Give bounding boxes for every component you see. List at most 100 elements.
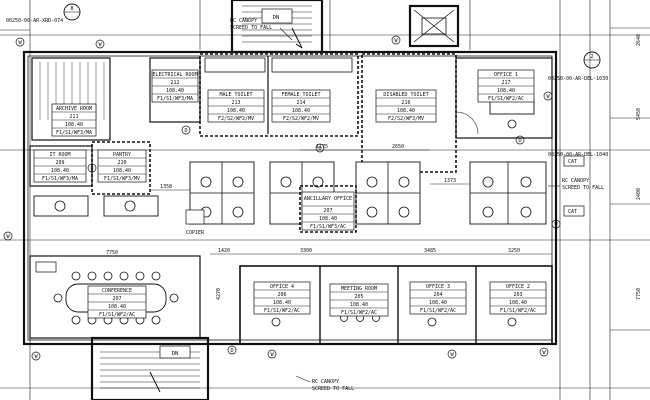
svg-text:W: W xyxy=(394,38,398,44)
reference-top-left: 00250-00-AR-XRD-074 xyxy=(6,18,63,24)
room-area: 108.40 xyxy=(292,108,310,114)
room-finish: F1/S1/WF3/MA xyxy=(56,130,92,136)
tag-w-6: W xyxy=(31,351,41,361)
canopy-top-line1: RC CANOPY xyxy=(230,18,257,24)
room-area: 108.40 xyxy=(273,300,291,306)
tag-w-5: W xyxy=(3,231,13,241)
room-area: 108.40 xyxy=(350,302,368,308)
room-area: 108.40 xyxy=(65,122,83,128)
dim-2400: 2400 xyxy=(636,188,642,200)
svg-text:W: W xyxy=(270,352,274,358)
tag-w-4: W xyxy=(543,91,553,101)
room-finish: F1/S1/WF2/AC xyxy=(341,310,377,316)
room-area: 108.40 xyxy=(227,108,245,114)
reference-right-top: 00250-00-AR-DEL-1030 xyxy=(548,76,608,82)
room-name: ARCHIVE ROOM xyxy=(56,106,92,112)
room-number: 204 xyxy=(433,292,442,298)
window-door-tags: W W W W W W W W W W D D D D D xyxy=(3,35,561,361)
room-finish: F1/S1/WF2/AC xyxy=(500,308,536,314)
top-row-rooms xyxy=(31,53,553,173)
reference-callout-right: 2 00250-00-AR-DEL-1030 00250-00-AR-DEL-1… xyxy=(548,51,608,158)
room-label-ancillary: ANCILLARY OFFICE 207 108.40 F1/S1/WF3/AC xyxy=(301,191,355,231)
tag-d-4: D xyxy=(227,345,237,355)
room-name: MEETING ROOM xyxy=(341,286,377,292)
tag-w-7: W xyxy=(267,349,277,359)
dim-4270: 4270 xyxy=(216,288,222,300)
canopy-top-line2: SCREED TO FALL xyxy=(230,25,272,31)
room-label-pantry: PANTRY 210 108.40 F1/S1/WF3/MV xyxy=(97,149,147,183)
room-name: ANCILLARY OFFICE xyxy=(304,196,352,202)
room-finish: F2/S2/WF2/MV xyxy=(283,116,319,122)
dim-2640: 2640 xyxy=(636,34,642,46)
tag-w-2: W xyxy=(95,39,105,49)
room-name: OFFICE 4 xyxy=(270,284,294,290)
tag-w-3: W xyxy=(391,35,401,45)
canopy-right-line1: RC CANOPY xyxy=(562,178,589,184)
canopy-right-line2: SCREED TO FALL xyxy=(562,185,604,191)
room-finish: F1/S1/WF2/AC xyxy=(99,312,135,318)
it-pantry-block xyxy=(29,141,151,195)
tag-d-1: D xyxy=(181,125,191,135)
room-finish: F1/S1/WF3/MA xyxy=(42,176,78,182)
room-name: PANTRY xyxy=(113,152,131,158)
svg-text:D: D xyxy=(184,128,187,134)
dim-1373: 1373 xyxy=(444,178,456,184)
cat-label-2: CAT xyxy=(568,209,577,215)
room-name: OFFICE 1 xyxy=(494,72,518,78)
tag-d-3: D xyxy=(515,135,525,145)
reference-right-mid: 00250-00-AR-DEL-1040 xyxy=(548,152,608,158)
room-name: MALE TOILET xyxy=(219,92,252,98)
dimension-lines: 1175 2650 1358 1373 7750 1420 3300 3485 … xyxy=(30,34,642,300)
room-name: DISABLED TOILET xyxy=(383,92,428,98)
room-finish: F1/S1/WF3/MV xyxy=(104,176,140,182)
room-label-office-4: OFFICE 4 206 108.40 F1/S1/WF2/AC xyxy=(253,281,311,315)
cat-label-1: CAT xyxy=(568,159,577,165)
dim-3300: 3300 xyxy=(300,248,312,254)
stair-bottom-dn: DN xyxy=(172,351,179,357)
room-finish: F1/S1/WF2/AC xyxy=(488,96,524,102)
room-area: 108.40 xyxy=(319,216,337,222)
room-label-electrical: ELECTRICAL ROOM 212 108.40 F1/S1/WF3/MA xyxy=(151,69,199,103)
svg-text:D: D xyxy=(90,166,93,172)
svg-text:W: W xyxy=(546,94,550,100)
svg-text:D: D xyxy=(230,348,233,354)
svg-text:D: D xyxy=(318,146,321,152)
dim-1420: 1420 xyxy=(218,248,230,254)
room-name: CONFERENCE xyxy=(102,288,132,294)
svg-text:W: W xyxy=(450,352,454,358)
callout-number-right: 2 xyxy=(590,54,593,60)
tag-w-8: W xyxy=(447,349,457,359)
room-label-archive: ARCHIVE ROOM 211 108.40 F1/S1/WF3/MA xyxy=(51,103,97,137)
dim-7750: 7750 xyxy=(106,250,118,256)
dim-1175: 1175 xyxy=(316,144,328,150)
room-area: 108.40 xyxy=(113,168,131,174)
room-label-female-toilet: FEMALE TOILET 214 108.40 F2/S2/WF2/MV xyxy=(271,89,331,123)
room-label-office-3: OFFICE 3 204 108.40 F1/S1/WF2/AC xyxy=(409,281,467,315)
room-finish: F1/S1/WF3/MA xyxy=(157,96,193,102)
room-number: 206 xyxy=(277,292,286,298)
room-labels: ARCHIVE ROOM 211 108.40 F1/S1/WF3/MA ELE… xyxy=(33,69,547,319)
tag-w-10: W xyxy=(551,219,561,229)
callout-number-top-left: 8 xyxy=(70,6,73,12)
room-number: 210 xyxy=(117,160,126,166)
room-label-disabled-toilet: DISABLED TOILET 216 108.40 F2/S2/WF3/MV xyxy=(375,89,437,123)
room-number: 209 xyxy=(55,160,64,166)
room-number: 207 xyxy=(323,208,332,214)
room-number: 216 xyxy=(401,100,410,106)
room-number: 217 xyxy=(501,80,510,86)
room-name: FEMALE TOILET xyxy=(281,92,320,98)
room-finish: F1/S1/WF2/AC xyxy=(420,308,456,314)
tag-w-1: W xyxy=(15,37,25,47)
canopy-bottom-line1: RC CANOPY xyxy=(312,379,339,385)
room-finish: F2/S2/WF3/MV xyxy=(388,116,424,122)
room-label-conference: CONFERENCE 207 108.40 F1/S1/WF2/AC xyxy=(87,285,147,319)
svg-text:D: D xyxy=(518,138,521,144)
room-number: 213 xyxy=(231,100,240,106)
room-number: 214 xyxy=(296,100,305,106)
room-finish: F1/S1/WF3/AC xyxy=(310,224,346,230)
bottom-stair-core: DN RC CANOPY SCREED TO FALL xyxy=(90,336,354,400)
stair-top-dn: DN xyxy=(273,15,280,21)
room-name: OFFICE 3 xyxy=(426,284,450,290)
room-label-office-2: OFFICE 2 203 108.40 F1/S1/WF2/AC xyxy=(489,281,547,315)
